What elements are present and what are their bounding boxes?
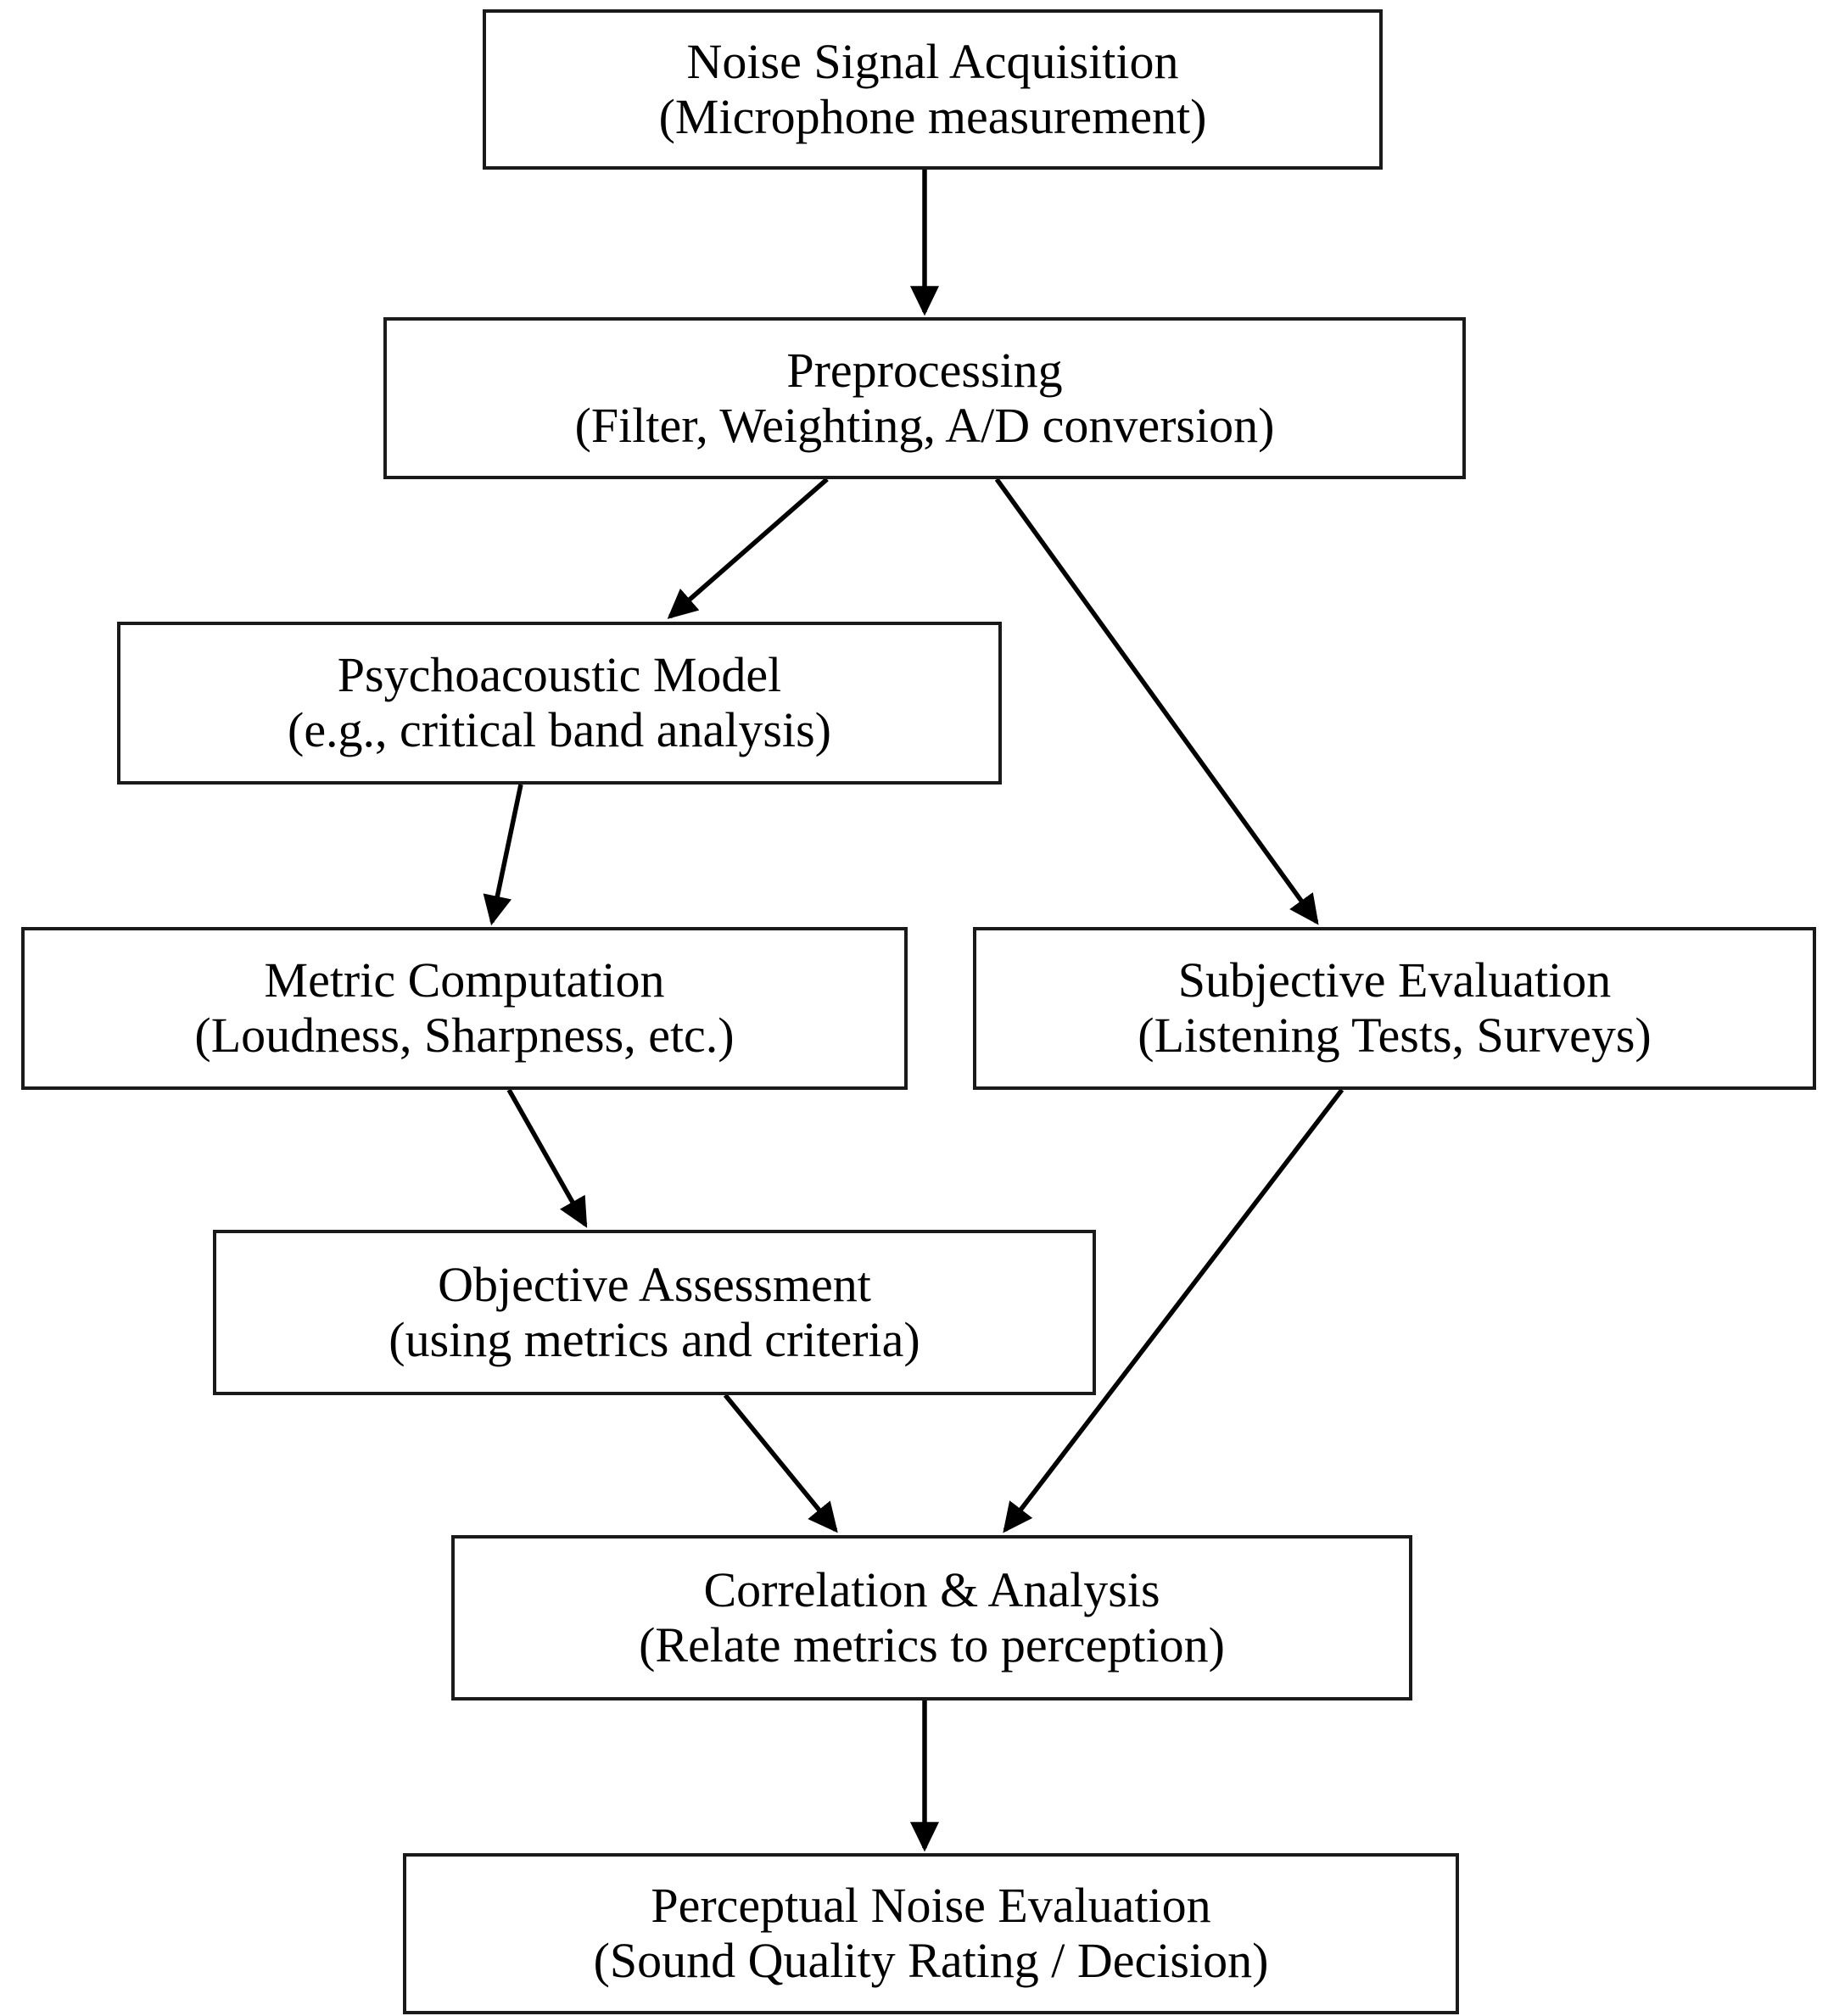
- edge-metric-to-objective: [506, 1088, 588, 1228]
- node-psychoacoustic-model-subtitle: (e.g., critical band analysis): [288, 702, 831, 757]
- edge-psychoacoustic-to-metric: [483, 784, 523, 926]
- node-subjective-evaluation[interactable]: Subjective Evaluation(Listening Tests, S…: [973, 927, 1816, 1090]
- edge-objective-to-correlation: [723, 1393, 838, 1533]
- node-psychoacoustic-model-title: Psychoacoustic Model: [337, 647, 782, 703]
- node-subjective-evaluation-subtitle: (Listening Tests, Surveys): [1138, 1008, 1652, 1063]
- node-noise-signal-acquisition[interactable]: Noise Signal Acquisition(Microphone meas…: [483, 9, 1383, 170]
- node-correlation-analysis-subtitle: (Relate metrics to perception): [639, 1617, 1225, 1673]
- node-preprocessing-title: Preprocessing: [786, 342, 1063, 398]
- node-psychoacoustic-model[interactable]: Psychoacoustic Model(e.g., critical band…: [117, 622, 1002, 785]
- node-metric-computation[interactable]: Metric Computation(Loudness, Sharpness, …: [21, 927, 908, 1090]
- node-noise-signal-acquisition-subtitle: (Microphone measurement): [658, 88, 1207, 144]
- node-perceptual-noise-evaluation-title: Perceptual Noise Evaluation: [651, 1878, 1211, 1934]
- node-preprocessing[interactable]: Preprocessing(Filter, Weighting, A/D con…: [383, 317, 1466, 479]
- edge-preprocessing-to-subjective: [994, 477, 1319, 925]
- node-objective-assessment-title: Objective Assessment: [438, 1256, 871, 1312]
- node-objective-assessment-subtitle: (using metrics and criteria): [389, 1311, 920, 1367]
- node-subjective-evaluation-title: Subjective Evaluation: [1177, 952, 1612, 1008]
- node-correlation-analysis-title: Correlation & Analysis: [703, 1561, 1160, 1617]
- node-objective-assessment[interactable]: Objective Assessment(using metrics and c…: [213, 1230, 1096, 1395]
- node-perceptual-noise-evaluation[interactable]: Perceptual Noise Evaluation(Sound Qualit…: [403, 1853, 1459, 2014]
- node-noise-signal-acquisition-title: Noise Signal Acquisition: [686, 33, 1179, 89]
- edge-preprocessing-to-psychoacoustic: [667, 477, 829, 619]
- node-metric-computation-subtitle: (Loudness, Sharpness, etc.): [194, 1008, 735, 1063]
- node-perceptual-noise-evaluation-subtitle: (Sound Quality Rating / Decision): [593, 1933, 1269, 1988]
- node-preprocessing-subtitle: (Filter, Weighting, A/D conversion): [574, 397, 1275, 453]
- node-metric-computation-title: Metric Computation: [264, 952, 665, 1008]
- node-correlation-analysis[interactable]: Correlation & Analysis(Relate metrics to…: [451, 1535, 1412, 1700]
